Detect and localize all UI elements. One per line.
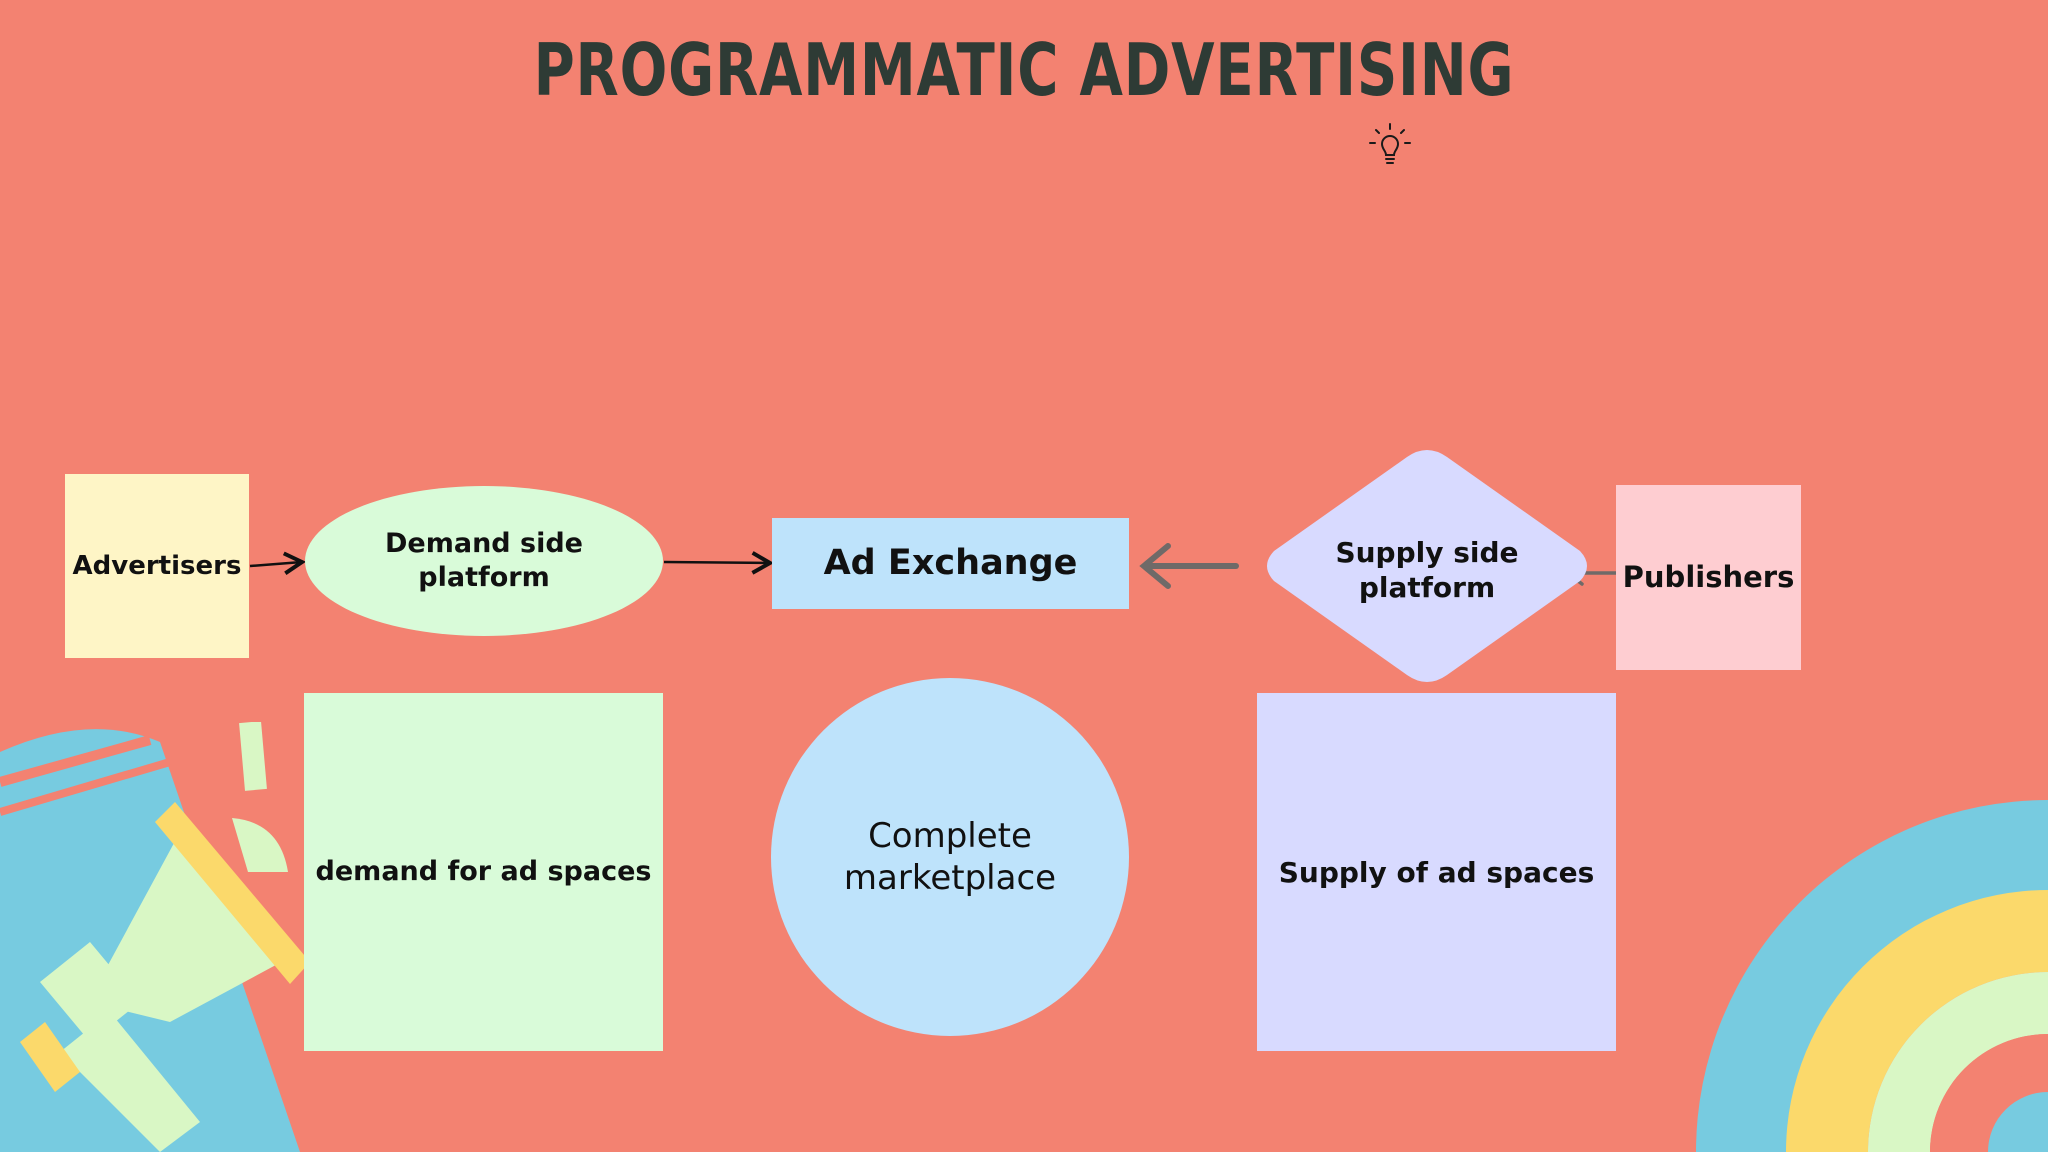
dsp-label: Demand side platform [385, 528, 583, 593]
marketplace-circle: Complete marketplace [771, 678, 1129, 1036]
arrow-dsp-to-exchange [663, 551, 775, 575]
publishers-label: Publishers [1622, 560, 1795, 595]
demand-box: demand for ad spaces [304, 693, 663, 1051]
supply-side-platform-diamond [1260, 447, 1594, 685]
ssp-text: Supply side platform [1262, 510, 1592, 630]
advertisers-label: Advertisers [72, 550, 242, 581]
arrow-advertisers-to-dsp [249, 551, 307, 575]
ssp-label: Supply side platform [1335, 536, 1519, 604]
supply-box: Supply of ad spaces [1257, 693, 1616, 1051]
megaphone-icon [0, 722, 310, 1152]
rainbow-icon [1696, 800, 2048, 1152]
demand-label: demand for ad spaces [315, 856, 652, 888]
supply-label: Supply of ad spaces [1278, 855, 1595, 889]
page-title: PROGRAMMATIC ADVERTISING [533, 28, 1515, 112]
exchange-label: Ad Exchange [823, 542, 1078, 583]
demand-side-platform-ellipse: Demand side platform [305, 486, 663, 636]
market-label: Complete marketplace [843, 815, 1057, 899]
arrow-ssp-to-exchange [1139, 543, 1239, 589]
publishers-box: Publishers [1616, 485, 1801, 670]
advertisers-box: Advertisers [65, 474, 249, 658]
lightbulb-icon [1369, 123, 1411, 164]
ad-exchange-box: Ad Exchange [772, 518, 1129, 609]
